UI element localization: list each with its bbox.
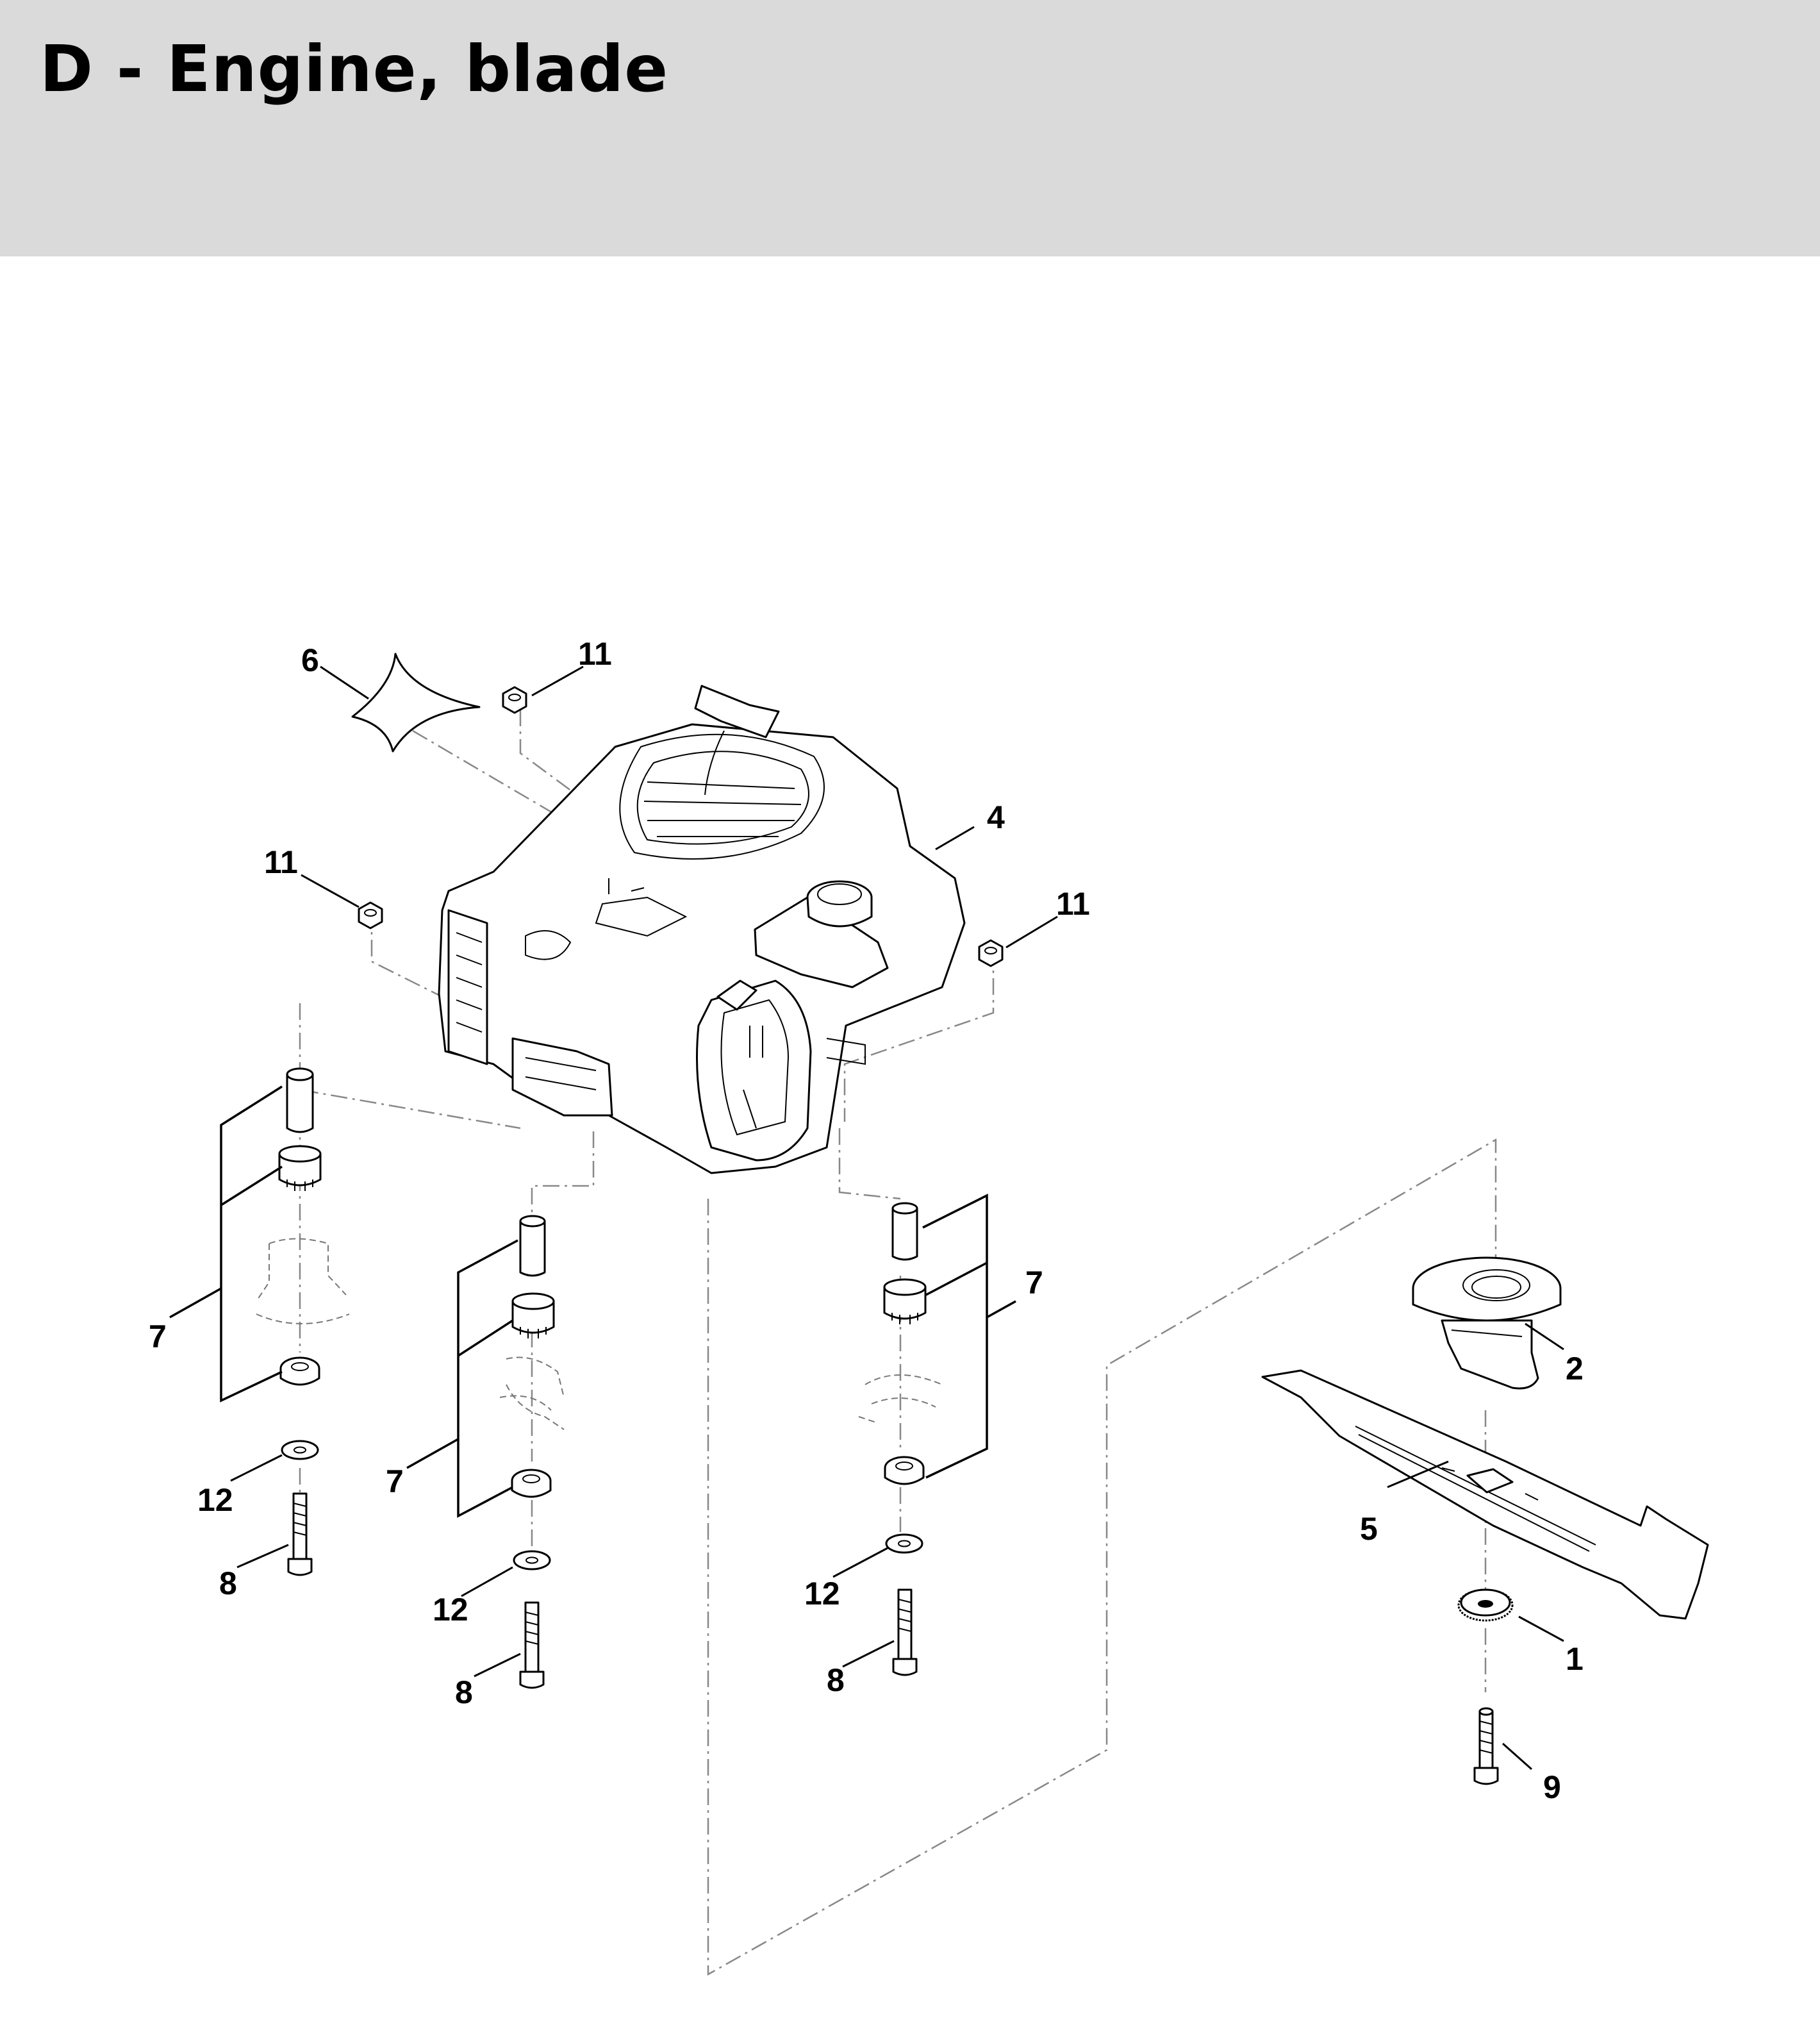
bracket-7-left [169, 1085, 283, 1403]
bolt-part-8-right [892, 1588, 918, 1676]
washer-part-12-right [885, 1533, 923, 1554]
bracket-7-middle [406, 1239, 518, 1518]
callout-8-left: 8 [219, 1565, 237, 1601]
callout-5: 5 [1360, 1511, 1378, 1547]
callout-6: 6 [301, 642, 319, 678]
callout-12-left: 12 [197, 1482, 233, 1518]
vibration-mount-right [858, 1202, 943, 1485]
engine-part-4 [438, 685, 966, 1174]
serrated-washer-part-1 [1457, 1588, 1514, 1622]
callout-11-top: 11 [578, 636, 612, 672]
callout-7-right: 7 [1025, 1265, 1043, 1301]
mower-blade-part-5 [1261, 1369, 1709, 1620]
callout-11-left: 11 [264, 844, 298, 880]
blade-adapter-part-2 [1412, 1256, 1562, 1390]
callout-12-right: 12 [804, 1576, 840, 1612]
bolt-part-8-left [287, 1492, 313, 1576]
callout-4: 4 [987, 799, 1005, 835]
callout-11-right: 11 [1056, 886, 1090, 922]
bracket-7-right [922, 1194, 1016, 1479]
hex-nut-part-11-top [502, 686, 527, 714]
callout-7-middle: 7 [386, 1463, 404, 1499]
vibration-mount-left [256, 1067, 350, 1386]
callout-12-middle: 12 [433, 1592, 468, 1628]
washer-part-12-left [281, 1440, 319, 1460]
header-band [0, 0, 1820, 256]
callout-9: 9 [1543, 1769, 1561, 1805]
callout-1: 1 [1566, 1641, 1584, 1677]
bolt-part-8-middle [519, 1601, 545, 1689]
page-title: D - Engine, blade [40, 31, 669, 106]
callout-7-left: 7 [149, 1319, 167, 1354]
leader-lines [230, 665, 1564, 1770]
blade-bolt-part-9 [1473, 1707, 1499, 1785]
hex-nut-part-11-left [358, 901, 383, 929]
vibration-mount-middle [499, 1215, 565, 1498]
callout-2: 2 [1566, 1351, 1584, 1387]
callout-8-right: 8 [827, 1662, 845, 1698]
washer-part-12-middle [513, 1550, 551, 1570]
callout-8-middle: 8 [455, 1674, 473, 1710]
hex-nut-part-11-right [978, 939, 1004, 967]
star-decal-part-6 [351, 653, 481, 753]
